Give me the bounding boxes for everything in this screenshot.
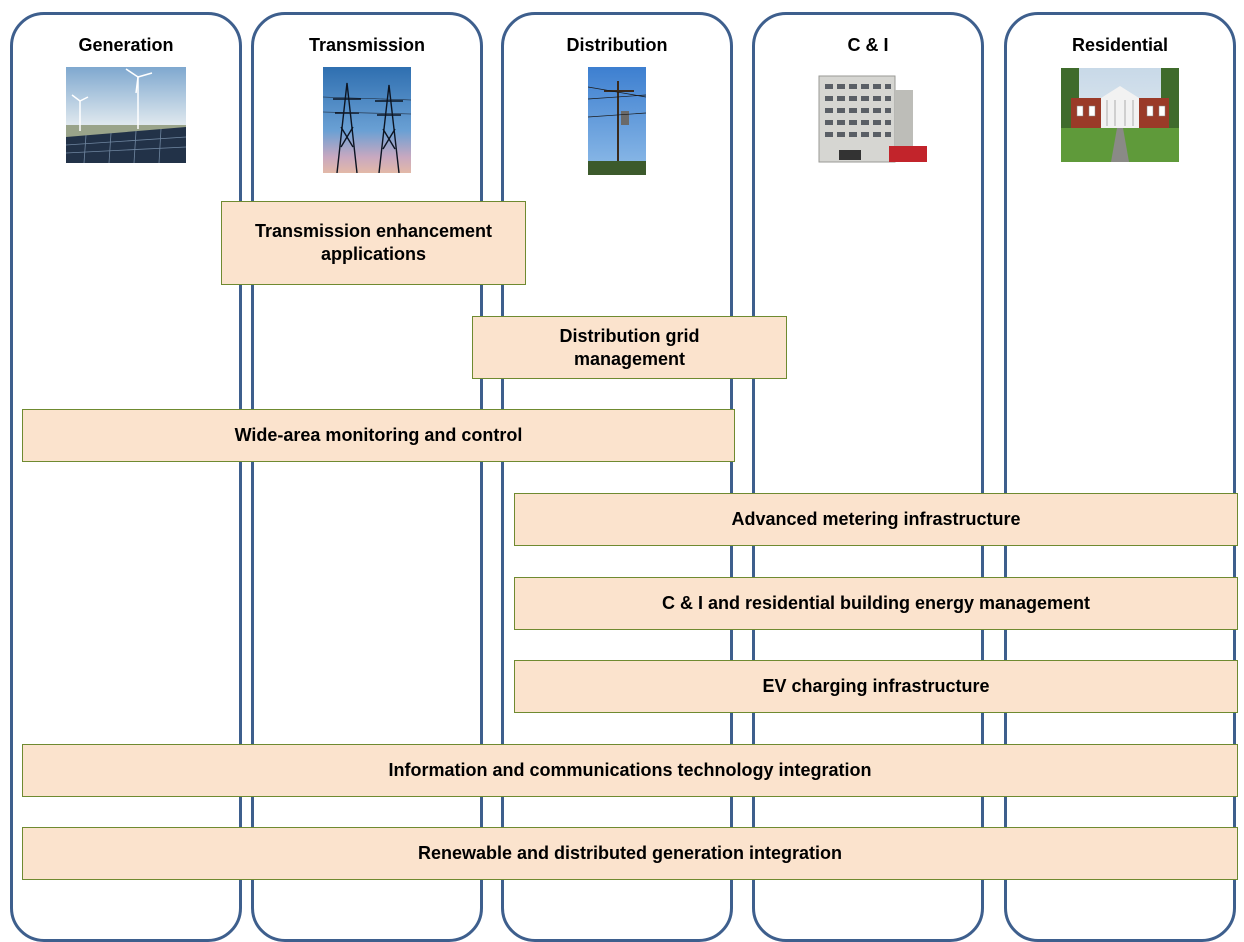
box-transmission-enhancement: Transmission enhancement applications (221, 201, 526, 285)
lane-title-distribution: Distribution (566, 35, 668, 55)
box-building-energy-management: C & I and residential building energy ma… (514, 577, 1238, 630)
box-label: C & I and residential building energy ma… (661, 593, 1091, 613)
box-label: Transmission enhancement applications (254, 221, 493, 264)
lane-transmission: Transmission (251, 12, 483, 942)
lane-title-generation: Generation (78, 35, 174, 55)
box-label: Distribution grid management (559, 325, 700, 369)
utility-pole-photo (588, 67, 646, 175)
box-ev-charging: EV charging infrastructure (514, 660, 1238, 713)
box-label: EV charging infrastructure (762, 676, 990, 696)
box-distribution-grid-management: Distribution grid management (472, 316, 787, 379)
lane-title-transmission: Transmission (308, 35, 426, 55)
solar-wind-photo (66, 67, 186, 163)
house-photo (1061, 68, 1179, 162)
lane-c-and-i: C & I (752, 12, 984, 942)
lane-distribution: Distribution (501, 12, 733, 942)
lane-generation: Generation (10, 12, 242, 942)
transmission-towers-photo (323, 67, 411, 173)
box-label: Information and communications technolog… (388, 760, 872, 780)
box-label: Wide-area monitoring and control (234, 425, 523, 445)
box-label: Renewable and distributed generation int… (417, 843, 843, 863)
lane-title-c-and-i: C & I (847, 35, 889, 55)
lane-residential: Residential (1004, 12, 1236, 942)
office-building-photo (809, 68, 927, 163)
box-ict-integration: Information and communications technolog… (22, 744, 1238, 797)
box-renewable-integration: Renewable and distributed generation int… (22, 827, 1238, 880)
box-wide-area-monitoring: Wide-area monitoring and control (22, 409, 735, 462)
lane-title-residential: Residential (1071, 35, 1169, 55)
box-label: Advanced metering infrastructure (731, 509, 1021, 529)
box-advanced-metering: Advanced metering infrastructure (514, 493, 1238, 546)
